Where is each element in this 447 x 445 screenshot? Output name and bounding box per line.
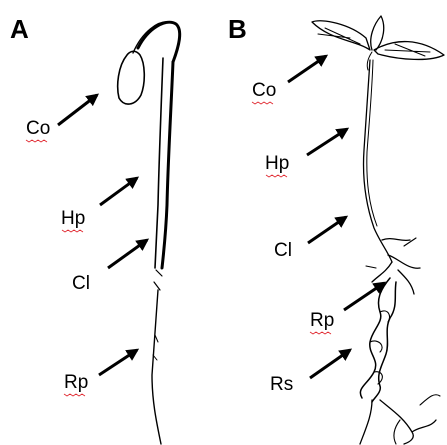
panel-a-hypocotyl	[162, 62, 173, 268]
panel-b-label-rs: Rs	[270, 374, 293, 395]
panel-b-label-co: Co	[252, 80, 276, 101]
panel-a-co-arrow	[58, 95, 97, 125]
panel-a-collet	[154, 270, 162, 290]
panel-a-hp-arrow	[100, 178, 137, 205]
panel-b-rp-underline	[310, 332, 331, 334]
panel-b-seedling	[312, 16, 444, 444]
panel-b-twisted-root-right	[372, 282, 396, 402]
panel-b-label-rp: Rp	[310, 310, 334, 331]
panel-b-hypocotyl	[363, 60, 392, 262]
panel-a-label-cl: Cl	[72, 273, 90, 294]
panel-b-co-arrow	[288, 56, 326, 82]
panel-b-rs-arrow	[310, 350, 350, 378]
panel-b-cotyledon-right	[374, 42, 444, 60]
panel-a-hp-underline	[62, 230, 83, 232]
panel-b-co-underline	[252, 102, 273, 104]
panel-a-label-rp: Rp	[64, 372, 88, 393]
panel-b-letter: B	[228, 14, 247, 44]
panel-a-cl-arrow	[108, 240, 147, 268]
panel-b: B Co Hp	[228, 14, 444, 444]
panel-a-seedling	[118, 22, 180, 444]
panel-b-cl-arrow	[308, 217, 346, 243]
panel-b-root-fragments	[394, 395, 440, 444]
panel-a-primary-root	[152, 290, 161, 444]
panel-a-hook	[138, 22, 180, 62]
panel-a-label-hp: Hp	[61, 208, 85, 229]
panel-a-hypocotyl-edge	[155, 58, 163, 268]
panel-b-cotyledon-right-veins	[385, 44, 430, 56]
panel-b-label-cl: Cl	[274, 240, 292, 261]
panel-a-label-co: Co	[26, 118, 50, 139]
panel-b-label-hp: Hp	[265, 153, 289, 174]
panel-a-rp-arrow	[99, 350, 137, 375]
panel-b-hp-arrow	[307, 129, 347, 155]
panel-a-letter: A	[10, 14, 29, 44]
panel-a-cotyledon	[118, 51, 145, 104]
panel-a-co-underline	[26, 140, 47, 142]
panel-b-true-leaf	[371, 16, 384, 50]
panel-b-hp-underline	[266, 175, 287, 177]
panel-a: A Co Hp Cl Rp	[10, 14, 180, 444]
panel-a-rp-underline	[64, 394, 85, 396]
